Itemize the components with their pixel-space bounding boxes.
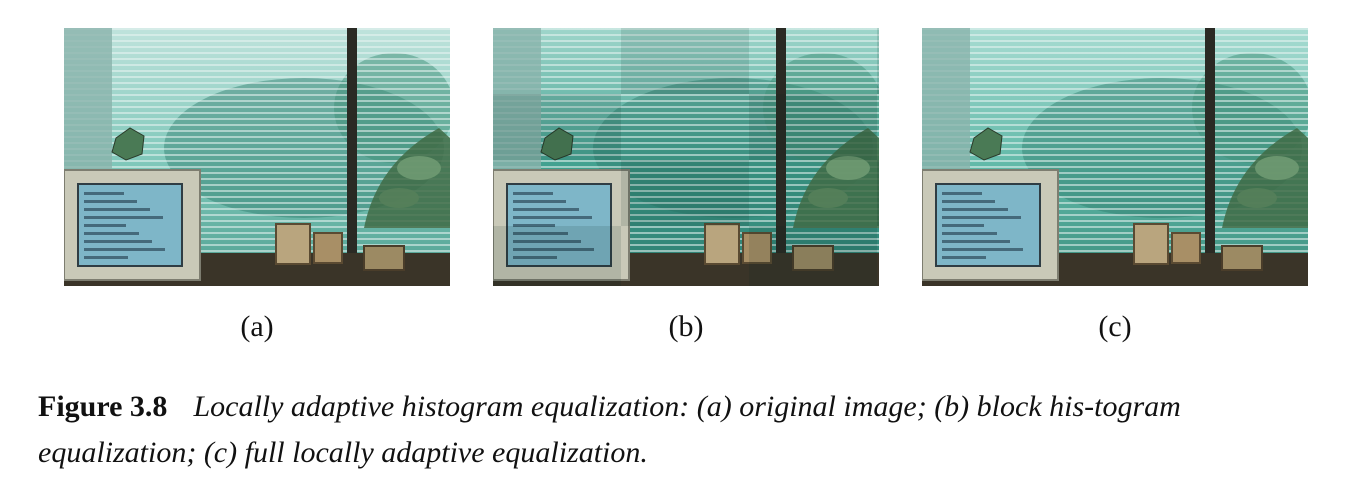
screen-text-line xyxy=(513,192,553,195)
screen-text-line xyxy=(513,208,579,211)
photo-frame xyxy=(313,232,343,264)
photo-frame xyxy=(1221,245,1263,271)
equalization-block xyxy=(493,94,621,160)
screen-text-line xyxy=(942,240,1010,243)
photo-frame xyxy=(1133,223,1169,265)
equalization-block xyxy=(877,28,879,94)
subfigure-label-c: (c) xyxy=(1098,310,1132,343)
screen-text-line xyxy=(513,248,594,251)
photo-frame xyxy=(704,223,740,265)
scene-image-b xyxy=(493,28,879,286)
polyhedron-ornament xyxy=(540,127,574,161)
screen-text-line xyxy=(942,192,982,195)
screen-text-line xyxy=(942,216,1021,219)
scene-image-a xyxy=(64,28,450,286)
equalization-block xyxy=(621,160,749,226)
plant-leaf xyxy=(826,156,870,180)
screen-text-line xyxy=(84,240,152,243)
plant-leaf xyxy=(379,188,419,208)
window-mullion xyxy=(776,28,786,258)
screen-text-line xyxy=(84,216,163,219)
screen-text-line xyxy=(942,224,984,227)
screen-text-line xyxy=(942,208,1008,211)
screen-text-line xyxy=(84,248,165,251)
photo-panel-a xyxy=(64,28,450,286)
subfigure-label-b: (b) xyxy=(668,310,704,343)
window-mullion xyxy=(1205,28,1215,258)
window-mullion xyxy=(347,28,357,258)
subfigure-label-a: (a) xyxy=(240,310,274,343)
plant-leaf xyxy=(1255,156,1299,180)
screen-text-line xyxy=(942,232,997,235)
screen-text-line xyxy=(513,224,555,227)
caption-text: Locally adaptive histogram equalization:… xyxy=(38,390,1181,469)
screen-text-line xyxy=(942,256,986,259)
equalization-block xyxy=(621,28,749,94)
screen-text-line xyxy=(84,224,126,227)
screen-text-line xyxy=(513,216,592,219)
screen-text-line xyxy=(942,248,1023,251)
screen-text-line xyxy=(513,256,557,259)
screen-text-line xyxy=(84,256,128,259)
screen-text-line xyxy=(942,200,995,203)
polyhedron-ornament xyxy=(111,127,145,161)
photo-frame xyxy=(742,232,772,264)
equalization-block xyxy=(749,94,877,160)
plant-leaf xyxy=(1237,188,1277,208)
photo-frame xyxy=(792,245,834,271)
screen-text-line xyxy=(513,200,566,203)
screen-text-line xyxy=(84,192,124,195)
screen-text-line xyxy=(84,232,139,235)
scene-image-c xyxy=(922,28,1308,286)
screen-text-line xyxy=(84,200,137,203)
photo-panel-c xyxy=(922,28,1308,286)
photo-frame xyxy=(1171,232,1201,264)
equalization-block xyxy=(877,160,879,226)
screen-text-line xyxy=(513,240,581,243)
plant-leaf xyxy=(808,188,848,208)
photo-panel-b xyxy=(493,28,879,286)
screen-text-line xyxy=(513,232,568,235)
photo-frame xyxy=(363,245,405,271)
photo-frame xyxy=(275,223,311,265)
equalization-block xyxy=(493,226,621,286)
plant-leaf xyxy=(397,156,441,180)
polyhedron-ornament xyxy=(969,127,1003,161)
equalization-block xyxy=(749,226,877,286)
screen-text-line xyxy=(84,208,150,211)
figure-number: Figure 3.8 xyxy=(38,390,168,423)
